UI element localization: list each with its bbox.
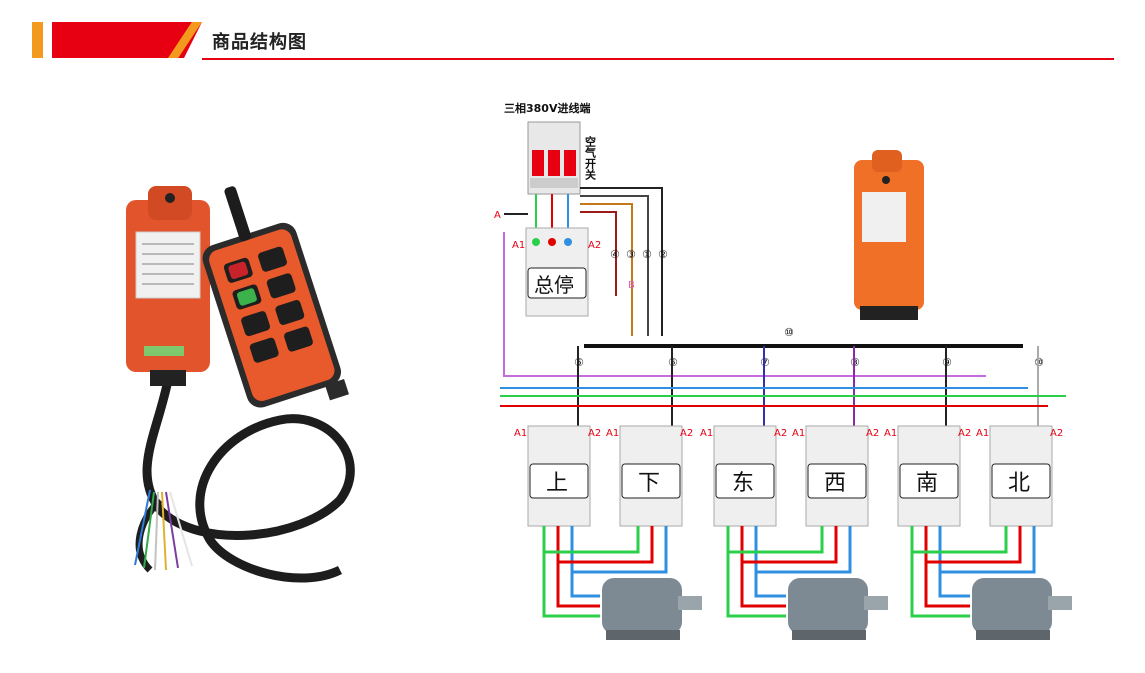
svg-text:A2: A2 [866, 428, 879, 439]
bus-numbers-top: ④ ③ ① ② [610, 248, 668, 261]
wiring-diagram: 三相380V进线端 空气开关 A B ④ ③ ① ② [488, 96, 1082, 648]
air-breaker [527, 121, 581, 195]
svg-text:A2: A2 [774, 428, 787, 439]
terminal-a: A [494, 210, 501, 221]
svg-text:下: 下 [638, 471, 660, 496]
svg-text:A1: A1 [976, 428, 989, 439]
common-bus-number: ⑩ [784, 326, 794, 339]
supply-label: 三相380V进线端 [504, 101, 590, 115]
product-photo [100, 170, 380, 610]
master-contactor-label: 总停 [534, 273, 574, 297]
transmitter [202, 186, 349, 408]
svg-text:A2: A2 [1050, 428, 1063, 439]
header-underline [202, 58, 1114, 60]
motor-3 [972, 578, 1072, 640]
master-contactor [525, 227, 589, 317]
svg-text:②: ② [658, 248, 668, 261]
master-a1: A1 [512, 240, 525, 251]
svg-text:①: ① [642, 248, 652, 261]
contactor-south: 南 A1 A2 [884, 425, 971, 527]
section-title: 商品结构图 [212, 32, 307, 53]
receiver-box [126, 186, 210, 386]
svg-text:A2: A2 [680, 428, 693, 439]
svg-text:A1: A1 [514, 428, 527, 439]
contactor-west: 西 A1 A2 [792, 425, 879, 527]
terminal-b: B [628, 280, 635, 291]
svg-text:A1: A1 [792, 428, 805, 439]
svg-text:A2: A2 [958, 428, 971, 439]
svg-text:上: 上 [546, 471, 568, 496]
master-a2: A2 [588, 240, 601, 251]
svg-text:③: ③ [626, 248, 636, 261]
svg-text:南: 南 [916, 471, 938, 496]
svg-text:A1: A1 [700, 428, 713, 439]
contactor-up: 上 A1 A2 [514, 425, 601, 527]
header-orange-bar [32, 22, 43, 58]
contactor-down: 下 A1 A2 [606, 425, 693, 527]
motor-2 [788, 578, 888, 640]
receiver-diagram [854, 150, 924, 320]
svg-text:A2: A2 [588, 428, 601, 439]
remote-illustration [126, 186, 355, 583]
svg-text:西: 西 [824, 471, 846, 496]
section-header: 商品结构图 [0, 0, 1145, 70]
contactor-east: 东 A1 A2 [700, 425, 787, 527]
contactor-row: 上 A1 A2 下 A1 A2 东 A1 A2 西 [514, 425, 1063, 527]
branch-numbers: ⑤ ⑥ ⑦ ⑧ ⑨ ⑩ [574, 356, 1044, 369]
svg-text:北: 北 [1008, 471, 1030, 496]
svg-text:东: 东 [732, 471, 754, 496]
contactor-north: 北 A1 A2 [976, 425, 1063, 527]
svg-text:A1: A1 [606, 428, 619, 439]
svg-text:④: ④ [610, 248, 620, 261]
breaker-label: 空气开关 [584, 135, 598, 181]
motor-1 [602, 578, 702, 640]
svg-text:A1: A1 [884, 428, 897, 439]
